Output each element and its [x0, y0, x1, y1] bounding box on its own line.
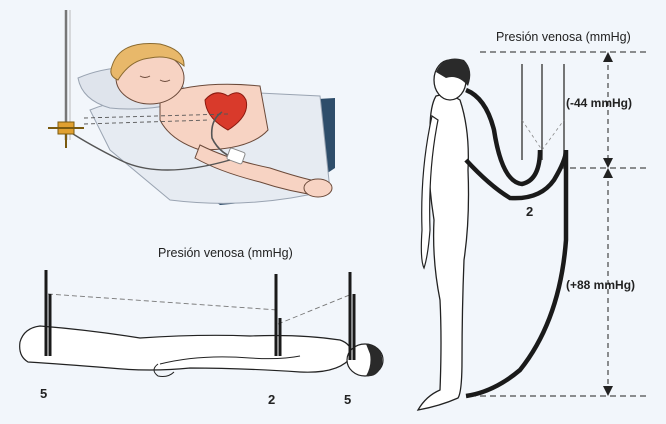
arrowhead [603, 52, 613, 62]
arrowhead [603, 168, 613, 178]
bed-patient-scene [48, 10, 335, 205]
head-pressure-label: 5 [344, 392, 351, 407]
standing-pressure-title: Presión venosa (mmHg) [496, 30, 631, 44]
standing-point-label: 2 [526, 204, 533, 219]
arrowhead [603, 386, 613, 396]
pressure-dashed-line [278, 294, 352, 324]
supine-pressure-title: Presión venosa (mmHg) [158, 246, 293, 260]
supine-patient-scene [20, 270, 383, 377]
middle-pressure-label: 2 [268, 392, 275, 407]
tube-dashed [522, 120, 542, 150]
feet-pressure-label: 5 [40, 386, 47, 401]
supine-body [20, 326, 352, 372]
patient-hand [304, 179, 332, 197]
u-tube-lower [466, 150, 566, 396]
standing-lower-measure: (+88 mmHg) [566, 278, 635, 292]
arrowhead [603, 158, 613, 168]
standing-upper-measure: (-44 mmHg) [566, 96, 632, 110]
pressure-dashed-line [48, 294, 278, 310]
tube-dashed [542, 120, 564, 150]
